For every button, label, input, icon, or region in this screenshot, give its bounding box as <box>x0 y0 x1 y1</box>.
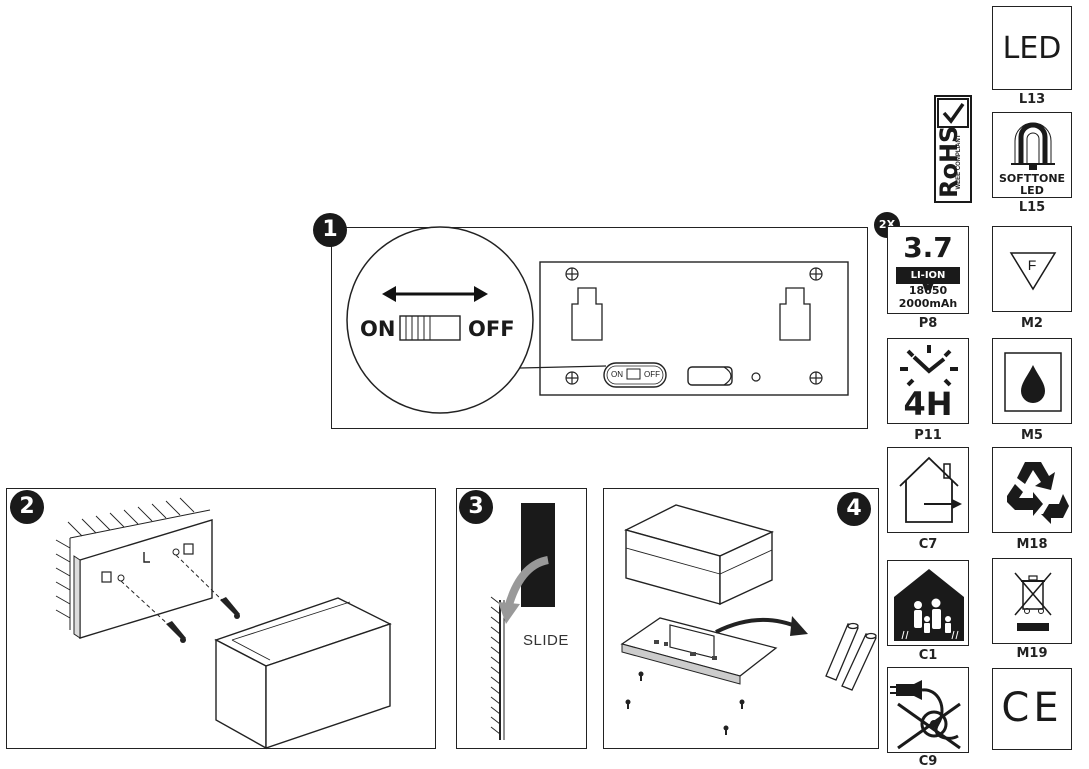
switch-off-label: OFF <box>468 317 515 341</box>
slide-label: SLIDE <box>523 632 569 649</box>
softtone-line1: SOFTTONE <box>998 172 1066 185</box>
family-indoor-code: C1 <box>918 648 938 663</box>
flame-f-code: M2 <box>1021 316 1043 331</box>
rohs-sub-text: WEEE COMPLIANT <box>956 134 962 190</box>
battery-icon: 3.7 V LI-ION 18650 2000mAh <box>887 226 969 314</box>
rohs-icon: RoHS WEEE COMPLIANT <box>934 95 972 203</box>
no-plug-icon <box>887 667 969 753</box>
mini-on-label: ON <box>611 370 623 379</box>
battery-type: LI-ION <box>896 267 960 284</box>
battery-code: P8 <box>918 316 938 331</box>
step-4-badge: 4 <box>837 492 871 526</box>
water-drop-code: M5 <box>1021 428 1043 443</box>
mini-off-label: OFF <box>644 370 660 379</box>
recycle-code: M18 <box>1016 537 1048 552</box>
softtone-code: L15 <box>1018 200 1046 215</box>
led-code: L13 <box>1018 92 1046 107</box>
water-drop-icon <box>992 338 1072 424</box>
no-plug-code: C9 <box>918 754 938 769</box>
softtone-line2: LED <box>1020 184 1044 197</box>
led-icon: LED <box>992 6 1072 90</box>
indoor-use-code: C7 <box>918 537 938 552</box>
step-2-badge: 2 <box>10 490 44 524</box>
flame-f-icon: F <box>992 226 1072 312</box>
flame-f-letter: F <box>1027 257 1037 273</box>
ce-mark-icon: CE <box>992 668 1072 750</box>
ce-mark-text: CE <box>1001 685 1063 731</box>
led-icon-text: LED <box>1002 31 1062 66</box>
family-indoor-icon <box>887 560 969 646</box>
recycle-icon <box>992 447 1072 533</box>
weee-bin-icon <box>992 558 1072 644</box>
softtone-led-icon: SOFTTONE LED <box>992 112 1072 198</box>
indoor-use-icon <box>887 447 969 533</box>
timer-icon: 4H <box>887 338 969 424</box>
weee-bin-code: M19 <box>1016 646 1048 661</box>
battery-model: 18650 <box>908 284 948 297</box>
switch-on-label: ON <box>360 317 396 341</box>
timer-code: P11 <box>914 428 942 443</box>
timer-hours: 4H <box>903 385 953 423</box>
step-3-badge: 3 <box>459 490 493 524</box>
battery-capacity: 2000mAh <box>898 297 958 310</box>
step-1-badge: 1 <box>313 213 347 247</box>
